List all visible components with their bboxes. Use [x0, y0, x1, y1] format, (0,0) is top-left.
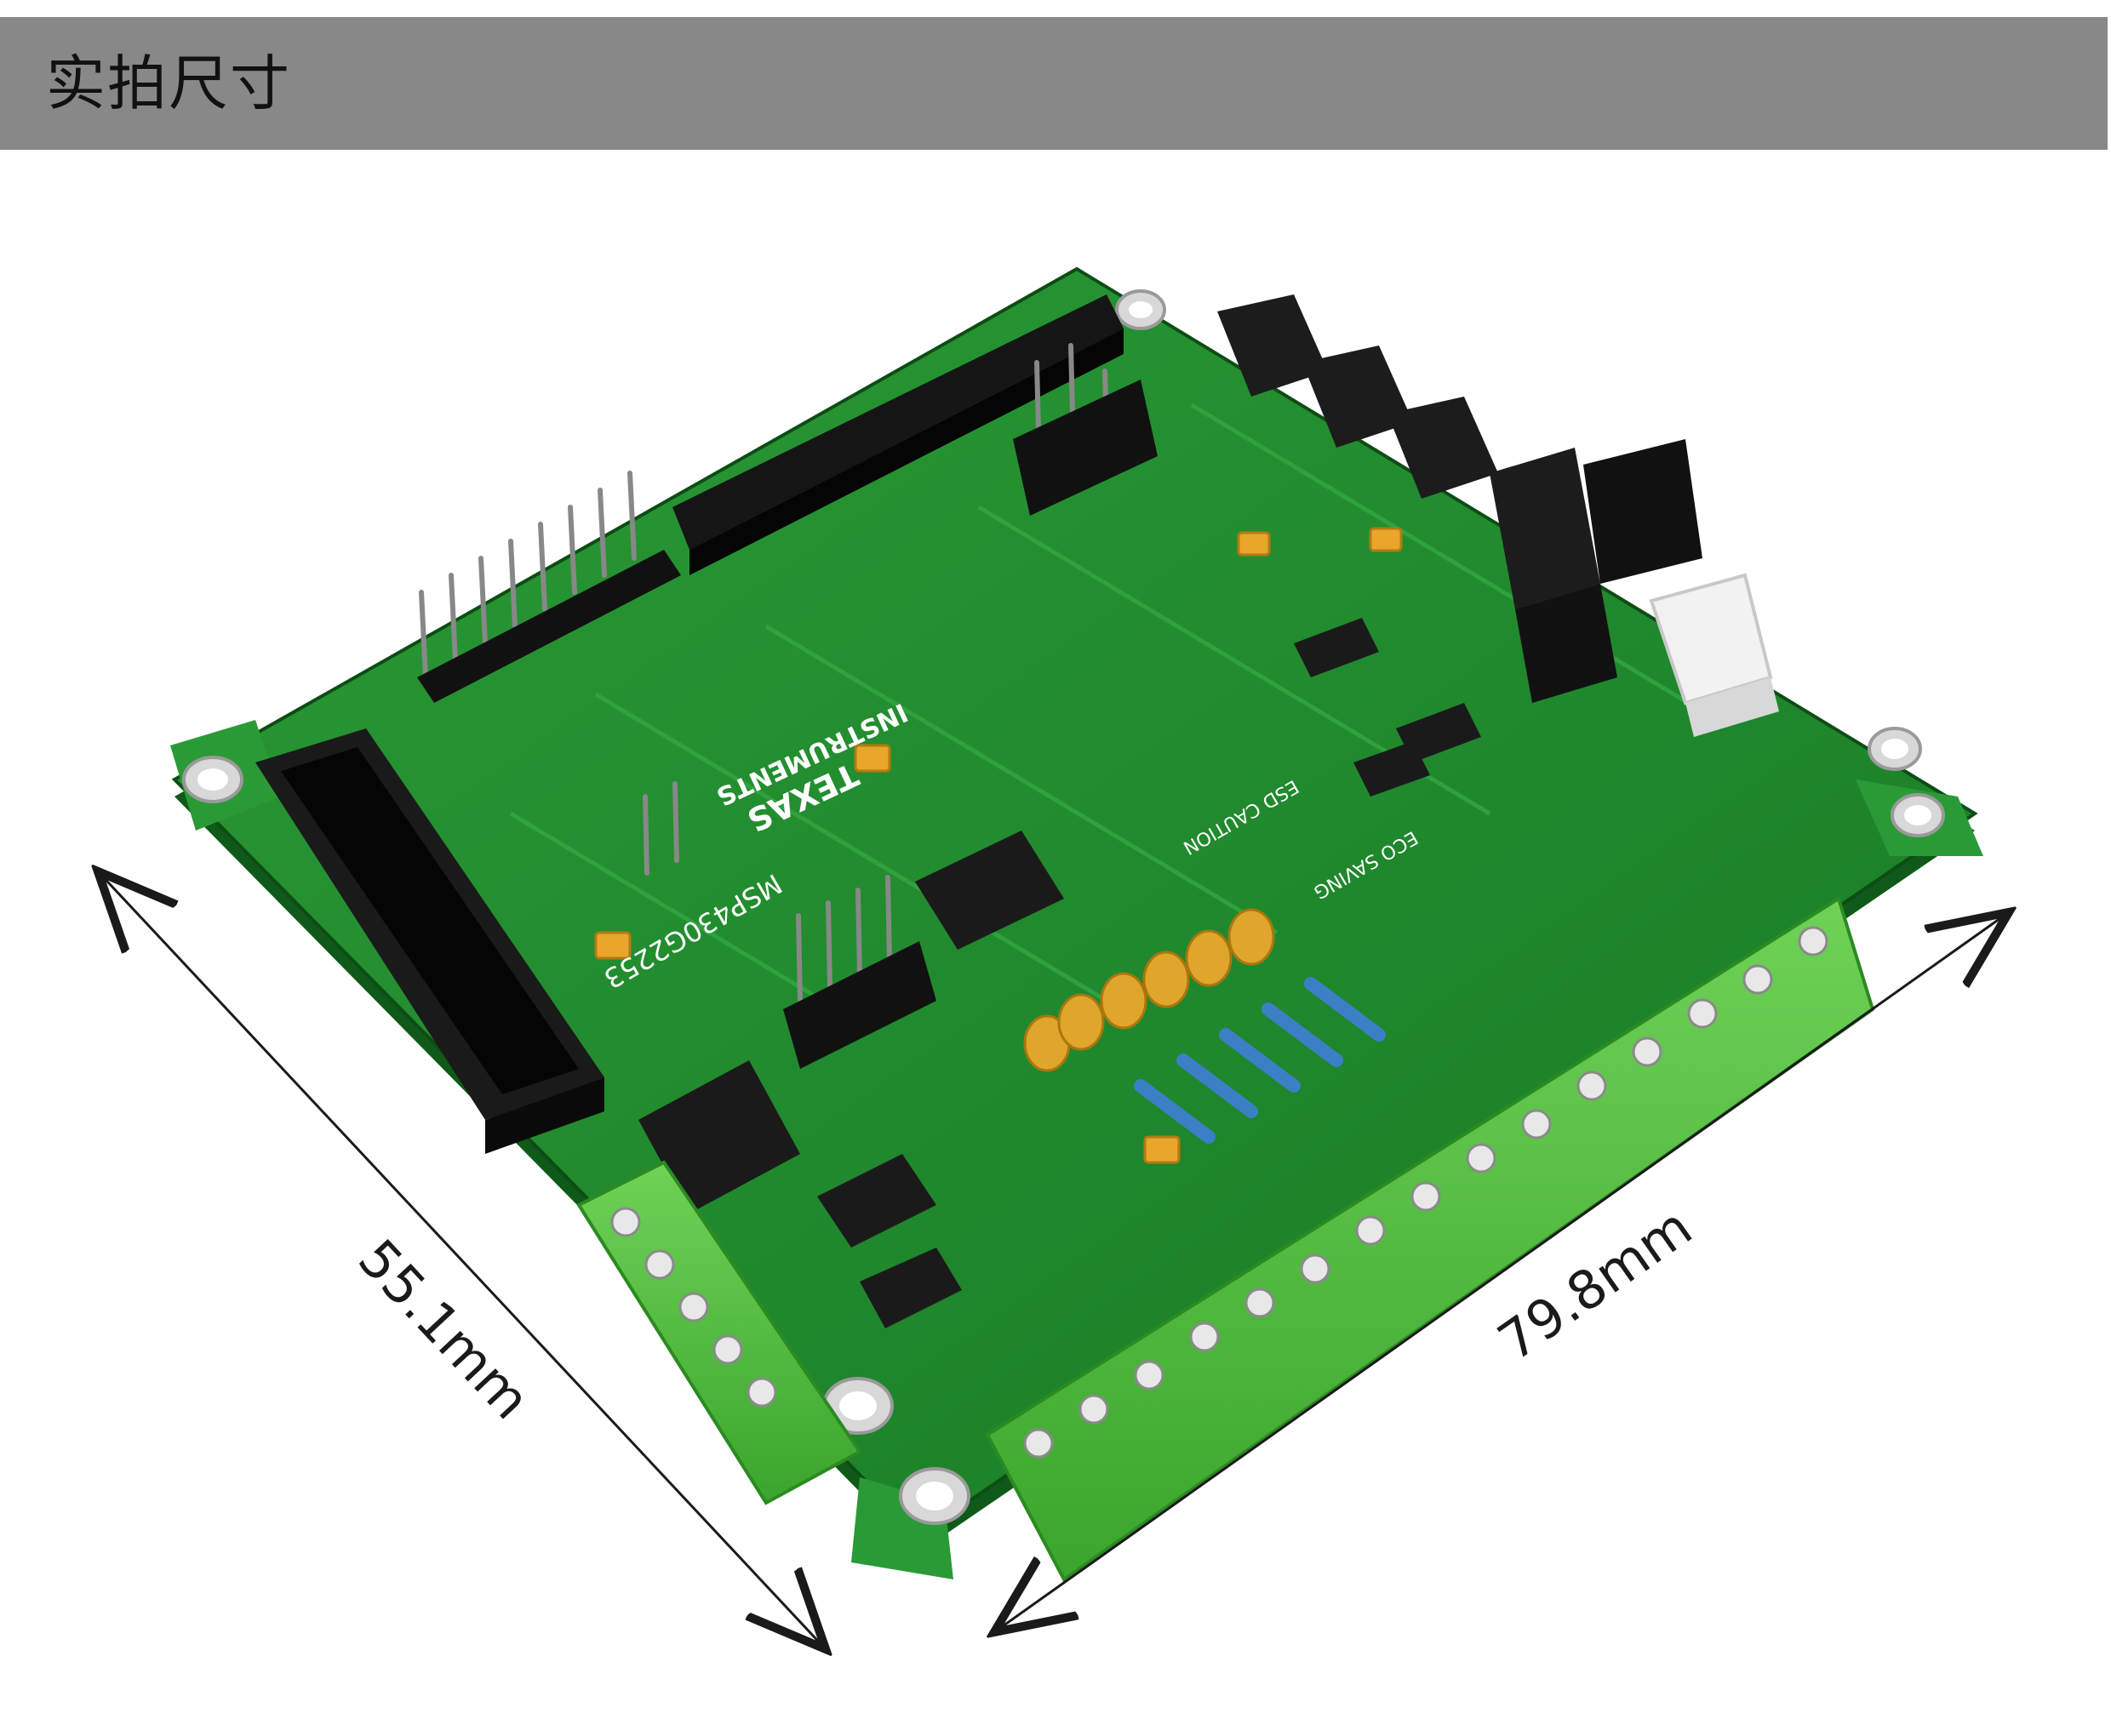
audio-jacks: [1217, 294, 1702, 703]
lcd-header-socket: [672, 294, 1124, 575]
page-title: 实拍尺寸: [46, 49, 291, 118]
mounting-holes: [182, 289, 1945, 1525]
product-photo: TEXAS INSTRUMENTS MSP430G2253 ESD CAUTIO…: [0, 266, 2111, 1736]
dimension-width-label: 55.1mm: [346, 1227, 542, 1430]
page-header: 实拍尺寸: [0, 17, 2108, 150]
dimension-length-arrow: [994, 912, 2009, 1632]
power-connector: [1649, 573, 1779, 737]
dimension-width-arrow: [98, 871, 826, 1649]
